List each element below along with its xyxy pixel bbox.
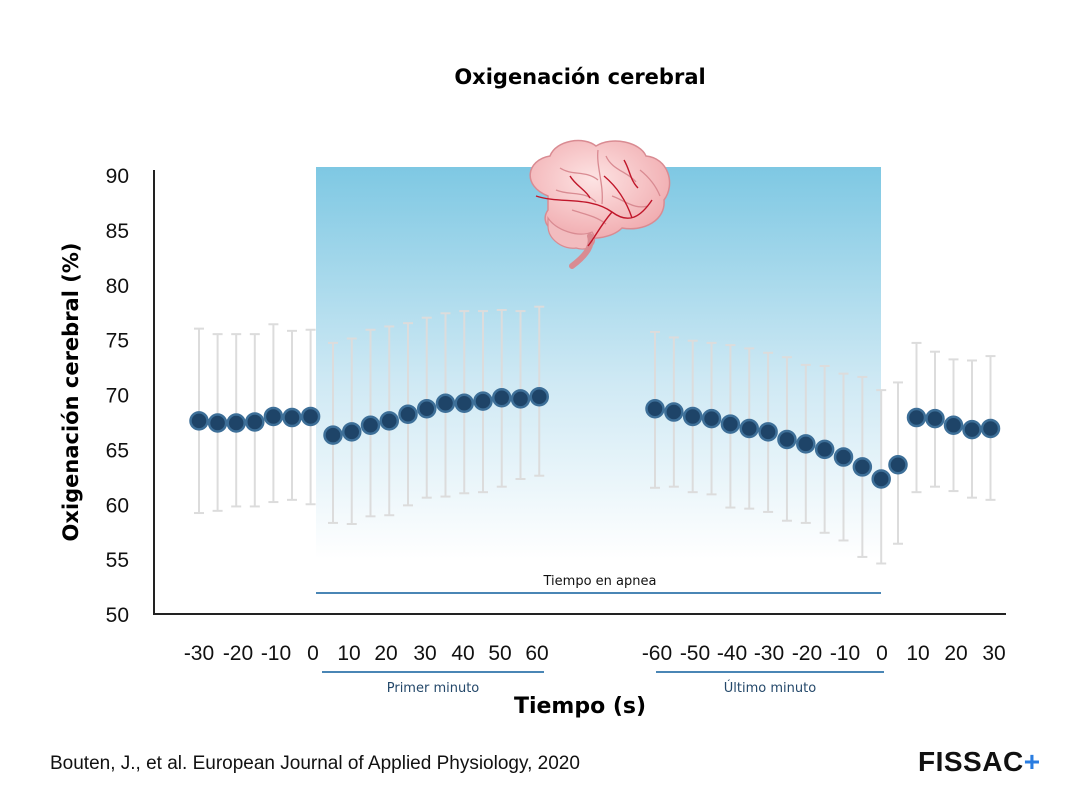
brain-icon [529, 139, 671, 269]
x-tick-label: -10 [261, 642, 291, 665]
x-tick-label: -30 [184, 642, 214, 665]
x-tick-label: -30 [754, 642, 784, 665]
data-point [925, 408, 945, 429]
data-point [888, 454, 908, 475]
data-point [871, 469, 891, 489]
data-point [282, 407, 302, 428]
y-tick-label: 80 [106, 275, 129, 298]
y-tick-label: 60 [106, 494, 129, 517]
data-point [398, 404, 418, 425]
data-point [645, 399, 665, 419]
apnea-label: Tiempo en apnea [543, 574, 657, 589]
data-point [814, 439, 835, 460]
y-tick-label: 65 [106, 439, 129, 462]
y-tick-label: 85 [106, 220, 129, 243]
x-tick-label: 0 [876, 642, 888, 665]
x-tick-label: 20 [944, 642, 967, 665]
data-point [323, 425, 343, 445]
y-tick-label: 70 [106, 385, 129, 408]
data-point [263, 406, 284, 427]
y-tick-label: 50 [106, 604, 129, 627]
data-point [777, 429, 797, 450]
data-point [943, 415, 964, 435]
x-tick-label: -40 [717, 642, 747, 665]
x-tick-label: -50 [680, 642, 710, 665]
x-tick-label: -20 [223, 642, 253, 665]
data-point [245, 412, 265, 432]
y-tick-label: 75 [106, 330, 129, 353]
data-point [300, 406, 321, 427]
x-tick-label: 0 [307, 642, 319, 665]
x-axis-label: Tiempo (s) [514, 694, 646, 719]
x-tick-label: 10 [337, 642, 360, 665]
data-point [435, 393, 456, 414]
data-point [980, 418, 1001, 439]
data-point [962, 419, 982, 440]
brand-name: FISSAC [918, 746, 1024, 777]
x-tick-labels: -30 -20 -10 0 10 20 30 40 50 60 -60 -50 -40 -30 -20 -10… [184, 642, 1006, 665]
y-axis-label: Oxigenación cerebral (%) [59, 243, 83, 542]
brand-logo: FISSAC+ [918, 746, 1041, 778]
data-point [833, 447, 854, 467]
x-tick-label: 20 [374, 642, 397, 665]
x-tick-label: 60 [525, 642, 548, 665]
x-tick-label: -10 [830, 642, 860, 665]
x-tick-label: 40 [451, 642, 474, 665]
data-point [189, 411, 209, 431]
x-tick-label: 30 [413, 642, 436, 665]
data-point [473, 391, 493, 411]
data-point [379, 411, 399, 431]
data-point [510, 389, 531, 409]
data-point [664, 402, 684, 422]
x-tick-label: 50 [488, 642, 511, 665]
chart-title: Oxigenación cerebral [454, 65, 705, 89]
source-citation: Bouten, J., et al. European Journal of A… [50, 753, 580, 774]
brand-plus: + [1023, 746, 1041, 777]
data-markers [189, 386, 1001, 489]
data-point [342, 422, 362, 442]
x-tick-label: 30 [982, 642, 1005, 665]
data-point [454, 393, 474, 414]
data-point [758, 422, 778, 442]
data-point [226, 413, 246, 433]
data-point [701, 408, 722, 429]
data-point [720, 414, 741, 434]
data-point [906, 407, 927, 428]
data-point [207, 413, 228, 433]
data-point [529, 386, 549, 407]
data-point [739, 418, 759, 439]
y-tick-label: 55 [106, 549, 129, 572]
x-tick-label: 10 [906, 642, 929, 665]
x-tick-label: -60 [642, 642, 672, 665]
data-point [417, 399, 437, 419]
last-minute-label: Último minuto [724, 680, 816, 696]
y-tick-label: 90 [106, 165, 129, 188]
data-point [852, 457, 873, 477]
y-tick-labels: 50 55 60 65 70 75 80 85 90 [106, 165, 129, 627]
first-minute-label: Primer minuto [387, 681, 480, 696]
data-point [492, 388, 512, 408]
data-point [360, 415, 381, 435]
data-point [796, 434, 816, 454]
x-tick-label: -20 [792, 642, 822, 665]
data-point [682, 406, 703, 427]
